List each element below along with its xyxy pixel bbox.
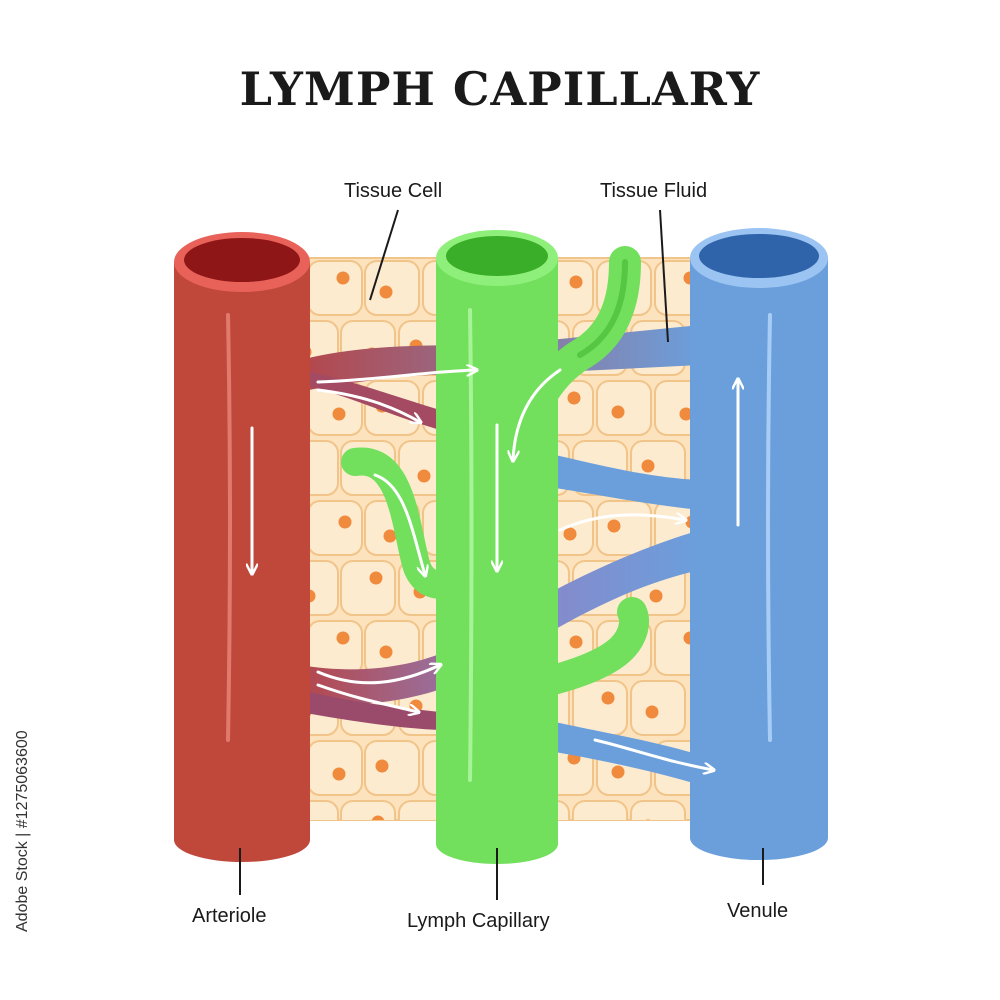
- cell-nucleus: [607, 519, 621, 533]
- cell-nucleus: [569, 635, 583, 649]
- cell-nucleus: [418, 830, 431, 843]
- tissue-cell-label: Tissue Cell: [344, 180, 443, 202]
- lymph-capillary-label: Lymph Capillary: [407, 910, 550, 932]
- cell-nucleus: [371, 815, 385, 820]
- bottom-right-arrow: [593, 738, 713, 770]
- cell-nucleus: [563, 527, 577, 541]
- lower-branch-channel: [300, 690, 440, 730]
- capillary-branch-arrow-upper: [316, 388, 420, 422]
- cell-nucleus: [567, 391, 581, 405]
- cell-nucleus: [649, 589, 663, 603]
- tissue-cell: [364, 740, 420, 796]
- arteriole-vessel: [174, 232, 310, 862]
- cell-nucleus: [336, 271, 350, 285]
- cell-nucleus: [383, 529, 397, 543]
- cell-nucleus: [375, 759, 389, 773]
- cell-nucleus: [379, 645, 393, 659]
- diagram-title: LYMPH CAPILLARY: [239, 62, 761, 116]
- tissue-cell: [305, 560, 339, 616]
- cell-nucleus: [569, 275, 583, 289]
- tissue-fluid-label: Tissue Fluid: [600, 180, 708, 202]
- tissue-cell: [307, 500, 363, 556]
- lymph-left-branch-arrow: [373, 473, 425, 575]
- lymph-curve-arrow: [513, 368, 562, 460]
- cell-nucleus: [645, 819, 651, 820]
- cell-nucleus: [417, 469, 431, 483]
- arteriole-label: Arteriole: [192, 905, 267, 927]
- tissue-fluid-leader: [659, 209, 669, 343]
- middle-channel: [555, 455, 700, 510]
- cell-nucleus: [369, 571, 383, 585]
- cell-nucleus: [338, 515, 352, 529]
- tissue-cell: [596, 500, 652, 556]
- tissue-cell: [307, 740, 363, 796]
- cell-nucleus: [598, 828, 611, 841]
- tissue-cell: [572, 800, 628, 820]
- leader-lines: [239, 209, 764, 900]
- stock-id-label: Adobe Stock | #1275063600: [14, 730, 31, 932]
- cell-nucleus: [379, 285, 393, 299]
- cell-nucleus: [611, 765, 625, 779]
- middle-right-arrow: [558, 515, 685, 532]
- cell-nucleus: [645, 705, 659, 719]
- stock-id-text: Adobe Stock | #1275063600: [14, 730, 34, 932]
- venule-vessel: [690, 228, 828, 860]
- tissue-cell: [596, 380, 652, 436]
- venule-label: Venule: [727, 900, 789, 922]
- cell-nucleus: [641, 459, 655, 473]
- tissue-cell: [630, 680, 686, 736]
- cell-nucleus: [679, 407, 693, 421]
- lower-capillary-channel: [300, 530, 700, 705]
- capillary-right-arrow-lower: [316, 665, 440, 685]
- capillary-branch-arrow-lower: [316, 683, 418, 712]
- cell-nucleus: [601, 691, 615, 705]
- tissue-cell-leader: [369, 209, 399, 301]
- cell-nucleus: [332, 767, 346, 781]
- cell-nucleus: [611, 405, 625, 419]
- tissue-cell: [340, 800, 396, 820]
- cell-nucleus: [332, 407, 346, 421]
- tissue-cell: [307, 620, 363, 676]
- tissue-cell: [305, 440, 339, 496]
- tissue-cell: [630, 800, 686, 820]
- tissue-cell: [305, 800, 339, 820]
- cell-nucleus: [336, 631, 350, 645]
- tissue-cell: [340, 560, 396, 616]
- tissue-cell: [307, 260, 363, 316]
- tissue-cell: [572, 680, 628, 736]
- capillary-right-arrow-upper: [316, 370, 476, 384]
- bottom-channel: [555, 722, 700, 785]
- flow-arrows: [252, 370, 738, 770]
- tissue-cell: [654, 380, 700, 436]
